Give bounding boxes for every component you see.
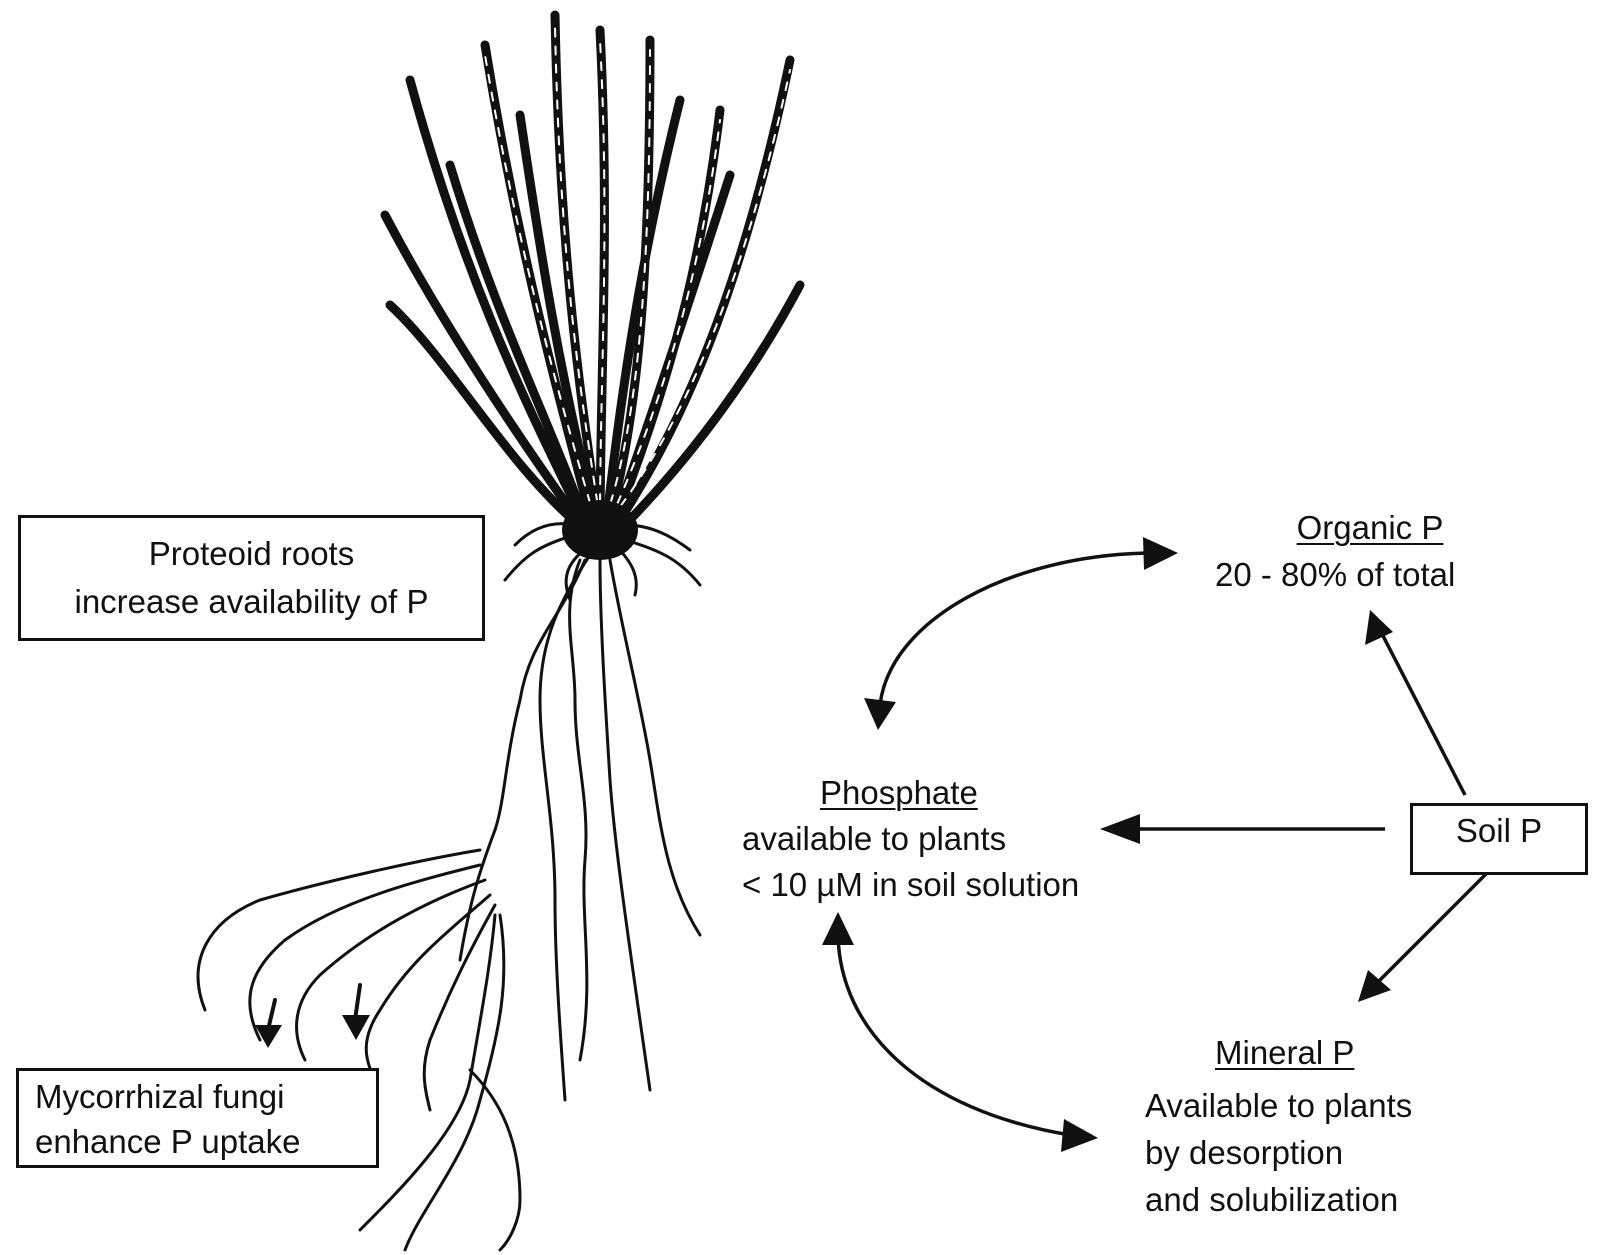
- grass-leaves: [380, 10, 805, 540]
- phosphate-line-1: available to plants: [742, 820, 1007, 857]
- mineral-p-line-1: Available to plants: [1145, 1087, 1413, 1124]
- hyphae-arrows: [266, 983, 362, 1032]
- organic-p-detail: 20 - 80% of total: [1215, 556, 1456, 593]
- mineral-p-label: Mineral P: [1215, 1030, 1354, 1076]
- proteoid-line-1: Proteoid roots: [148, 535, 355, 572]
- arrowhead-organicp: [1365, 610, 1393, 645]
- organic-p-title: Organic P: [1296, 509, 1444, 546]
- mineral-p-line-3: and solubilization: [1145, 1181, 1399, 1218]
- soil-p-box: Soil P: [1410, 803, 1588, 875]
- mycorrhizal-fungi-box: Mycorrhizal fungi enhance P uptake: [16, 1068, 379, 1168]
- mineral-p-title: Mineral P: [1215, 1034, 1355, 1071]
- proteoid-roots-box: Proteoid roots increase availability of …: [18, 515, 485, 641]
- main-roots: [458, 553, 702, 1102]
- hyphae-arrowhead-2: [342, 1015, 370, 1040]
- mineral-p-line-2: by desorption: [1145, 1134, 1344, 1171]
- fine-crown-roots: [503, 522, 702, 602]
- root-crown: [562, 500, 638, 560]
- arrowhead-phosphate: [1100, 814, 1140, 844]
- arrow-organicp-phosphate: [878, 551, 1151, 706]
- arrowheads: [822, 537, 1393, 1152]
- phosphate-line-2: < 10 µM in soil solution: [742, 866, 1080, 903]
- grass-leaf-highlights: [484, 24, 791, 521]
- phosphate-label: Phosphate: [820, 770, 978, 816]
- cycle-arrows: [836, 551, 1492, 1137]
- arrowhead-curve-phosphate-bottom: [822, 912, 854, 945]
- proteoid-line-2: increase availability of P: [74, 583, 429, 620]
- organic-p-label: Organic P: [1215, 505, 1525, 551]
- mycorrhizal-root-fan: [196, 848, 522, 1252]
- phosphate-title: Phosphate: [820, 774, 978, 811]
- arrowhead-mineralp: [1358, 970, 1391, 1002]
- arrowhead-curve-mineralp: [1061, 1119, 1098, 1152]
- arrow-phosphate-mineralp: [836, 934, 1071, 1137]
- arrow-soilp-to-organicp: [1378, 629, 1467, 796]
- soil-p-label: Soil P: [1455, 812, 1543, 849]
- arrow-soilp-to-mineralp: [1368, 868, 1492, 992]
- hyphae-arrowhead-1: [255, 1025, 282, 1048]
- arrowhead-curve-organicp: [1143, 537, 1178, 570]
- plant-illustration: [196, 10, 805, 1252]
- mycorrhizal-line-1: Mycorrhizal fungi: [35, 1078, 285, 1115]
- mycorrhizal-line-2: enhance P uptake: [35, 1123, 301, 1160]
- arrowhead-curve-phosphate-top: [864, 698, 896, 730]
